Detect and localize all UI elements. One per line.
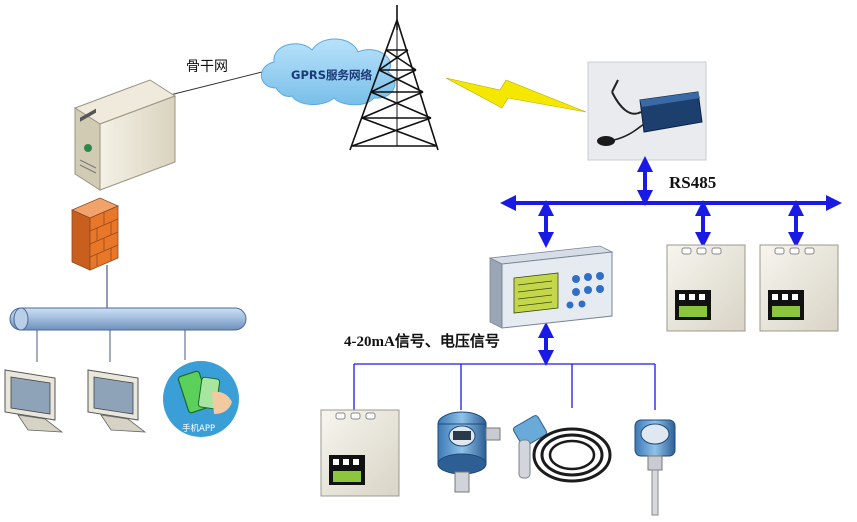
rs485-bus bbox=[500, 156, 842, 366]
app-label: 手机APP bbox=[182, 423, 215, 434]
phone-app-icon: 手机APP bbox=[163, 361, 239, 437]
signal-bus bbox=[353, 363, 656, 410]
firewall-icon bbox=[71, 197, 119, 271]
pressure-transmitter-icon bbox=[437, 411, 501, 493]
temperature-transmitter-icon bbox=[634, 419, 676, 516]
server-icon bbox=[73, 79, 177, 191]
junction-box-icon bbox=[666, 244, 746, 332]
cloud-icon: GPRS服务网络 bbox=[261, 38, 396, 106]
junction-box-icon bbox=[759, 244, 839, 332]
signal-label: 4-20mA信号、电压信号 bbox=[344, 334, 500, 350]
lightning-icon bbox=[445, 77, 587, 113]
lan-bus bbox=[9, 307, 247, 331]
controller-icon bbox=[488, 245, 614, 329]
monitor-icon bbox=[4, 369, 64, 433]
rs485-label: RS485 bbox=[669, 173, 717, 192]
junction-box-icon bbox=[320, 409, 400, 497]
gateway-icon bbox=[587, 61, 707, 161]
cloud-label: GPRS服务网络 bbox=[291, 68, 373, 82]
monitor-icon bbox=[87, 369, 147, 433]
level-sensor-icon bbox=[512, 415, 612, 483]
backbone-label: 骨干网 bbox=[186, 59, 228, 75]
tower-icon bbox=[349, 5, 439, 151]
